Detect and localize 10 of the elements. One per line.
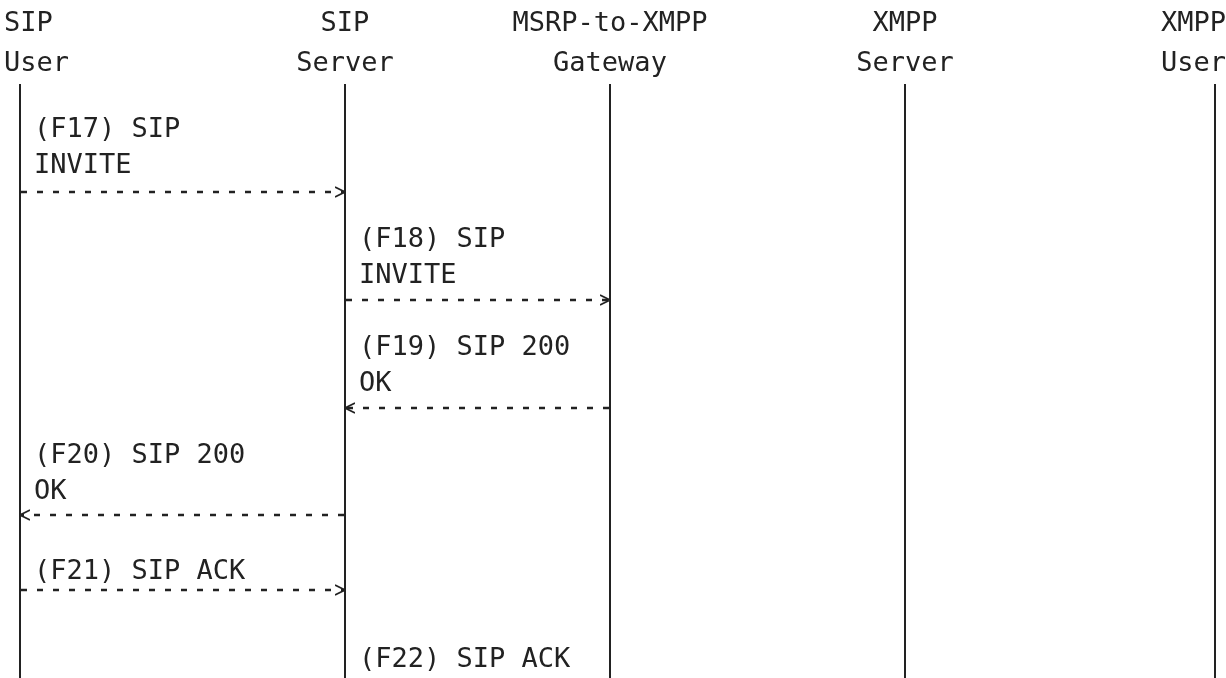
message-arrow <box>21 186 346 198</box>
participant-name: XMPP User <box>1159 5 1226 79</box>
message-arrow <box>21 584 346 596</box>
participant-name: MSRP-to-XMPP Gateway <box>511 5 709 79</box>
message-arrow <box>344 402 609 414</box>
message-arrow <box>19 509 344 521</box>
participant-name: SIP User <box>4 5 71 79</box>
participant-name: SIP Server <box>295 5 395 79</box>
participant-name: XMPP Server <box>855 5 955 79</box>
message-arrow <box>346 294 611 306</box>
